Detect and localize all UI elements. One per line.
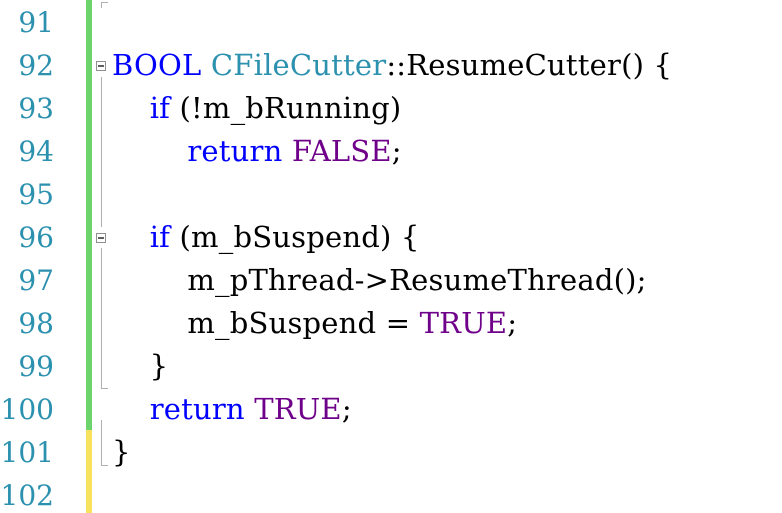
unsaved-change-marker	[86, 430, 92, 474]
line-number: 95	[18, 178, 54, 211]
line-number: 101	[0, 436, 54, 469]
code-line[interactable]: }	[112, 345, 168, 388]
fold-guide-line	[101, 420, 102, 465]
line-number: 100	[0, 393, 54, 426]
saved-change-marker	[86, 0, 92, 44]
code-token-plain: (m_bSuspend) {	[170, 220, 420, 254]
fold-guide-end	[101, 2, 108, 3]
code-token-macro: TRUE	[254, 392, 342, 426]
code-token-plain	[112, 134, 187, 168]
code-token-kw: return	[149, 392, 245, 426]
saved-change-marker	[86, 129, 92, 173]
code-token-plain	[112, 392, 150, 426]
line-number: 91	[18, 6, 54, 39]
code-token-class: CFileCutter	[210, 48, 387, 82]
collapse-icon[interactable]	[96, 233, 106, 243]
saved-change-marker	[86, 172, 92, 216]
code-token-kw: return	[187, 134, 283, 168]
line-number: 92	[18, 49, 54, 82]
code-line[interactable]: return TRUE;	[112, 388, 352, 431]
code-token-plain: ;	[507, 306, 518, 340]
code-token-plain: (!m_bRunning)	[170, 91, 402, 125]
line-number: 94	[18, 135, 54, 168]
saved-change-marker	[86, 301, 92, 345]
collapse-icon[interactable]	[96, 61, 106, 71]
saved-change-marker	[86, 387, 92, 431]
code-token-plain	[112, 220, 150, 254]
saved-change-marker	[86, 215, 92, 259]
code-token-plain: }	[112, 349, 169, 383]
line-number: 99	[18, 350, 54, 383]
code-token-plain: ::ResumeCutter() {	[386, 48, 673, 82]
code-token-plain: m_pThread->ResumeThread();	[112, 263, 647, 297]
code-token-plain: ;	[341, 392, 352, 426]
code-token-macro: TRUE	[419, 306, 508, 340]
code-token-plain	[282, 134, 291, 168]
code-token-macro: FALSE	[291, 134, 392, 168]
code-token-plain: m_bSuspend =	[112, 306, 420, 340]
code-token-kw: if	[149, 220, 171, 254]
code-line[interactable]: m_pThread->ResumeThread();	[112, 259, 647, 302]
fold-guide-line	[101, 2, 102, 8]
code-line[interactable]: if (m_bSuspend) {	[112, 216, 420, 259]
code-line[interactable]: return FALSE;	[112, 130, 402, 173]
fold-guide-line	[101, 248, 102, 388]
line-number: 96	[18, 221, 54, 254]
fold-guide-end	[101, 465, 108, 466]
saved-change-marker	[86, 344, 92, 388]
unsaved-change-marker	[86, 473, 92, 513]
code-token-plain	[201, 48, 210, 82]
saved-change-marker	[86, 86, 92, 130]
code-token-plain: ;	[391, 134, 402, 168]
line-number: 97	[18, 264, 54, 297]
code-token-kw: if	[149, 91, 171, 125]
line-number: 98	[18, 307, 54, 340]
line-number: 102	[0, 479, 54, 512]
saved-change-marker	[86, 43, 92, 87]
code-line[interactable]: m_bSuspend = TRUE;	[112, 302, 517, 345]
code-token-plain	[112, 91, 150, 125]
code-line[interactable]: if (!m_bRunning)	[112, 87, 401, 130]
saved-change-marker	[86, 258, 92, 302]
fold-guide-end	[101, 388, 108, 389]
line-number: 93	[18, 92, 54, 125]
line-number-gutter: 91 92 93 94 95 96 97 98 99 100 101 102	[0, 0, 86, 513]
code-token-plain: }	[112, 435, 131, 469]
code-line[interactable]: BOOL CFileCutter::ResumeCutter() {	[112, 44, 672, 87]
code-token-type: BOOL	[112, 48, 202, 82]
code-token-plain	[245, 392, 254, 426]
code-line[interactable]: }	[112, 431, 131, 474]
fold-guide-line	[101, 77, 102, 227]
